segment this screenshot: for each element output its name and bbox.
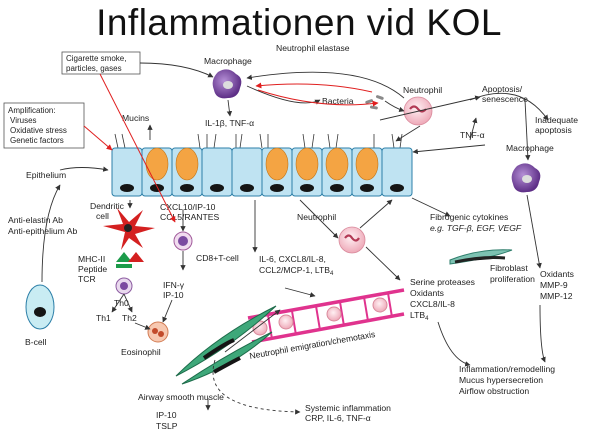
tslp-label: TSLP bbox=[156, 421, 178, 431]
ltb-subscript: 4 bbox=[425, 316, 429, 322]
dendritic-cell bbox=[103, 208, 155, 250]
oxidants-right-label: Oxidants bbox=[540, 269, 574, 279]
mmp9-label: MMP-9 bbox=[540, 280, 568, 290]
amp-label-3: Oxidative stress bbox=[10, 126, 67, 135]
mhc-label: MHC-II bbox=[78, 254, 105, 264]
systemic-dashed-arrow bbox=[212, 359, 301, 415]
fibrogenic-label: Fibrogenic cytokines bbox=[430, 212, 508, 222]
bacteria-icon bbox=[365, 95, 384, 110]
ip10-bottom-label: IP-10 bbox=[156, 410, 177, 420]
inflammation-label: Inflammation/remodelling bbox=[459, 364, 555, 374]
macrophage-top-label: Macrophage bbox=[204, 56, 252, 66]
cxcl8-label: CXCL8/IL-8 bbox=[410, 299, 455, 309]
ifn-label: IFN-γ bbox=[163, 280, 185, 290]
mucus-label: Mucus hypersecretion bbox=[459, 375, 543, 385]
serine-label: Serine proteases bbox=[410, 277, 475, 287]
ccl2-text: CCL2/MCP-1, LTB bbox=[259, 265, 330, 275]
neutrophil-elastase-label: Neutrophil elastase bbox=[276, 43, 350, 53]
macrophage-right-label: Macrophage bbox=[506, 143, 554, 153]
tcr-label: TCR bbox=[78, 274, 96, 284]
apoptosis-label-1: Apoptosis/ bbox=[482, 84, 523, 94]
red-arrows bbox=[83, 73, 379, 223]
neutrophil-mid-cell bbox=[338, 226, 366, 254]
macrophage-top-cell bbox=[212, 69, 242, 99]
ccl2-label: CCL2/MCP-1, LTB4 bbox=[259, 265, 334, 277]
fibroblast-label-2: proliferation bbox=[490, 274, 535, 284]
epithelium-label: Epithelium bbox=[26, 170, 66, 180]
inadequate-label-2: apoptosis bbox=[535, 125, 572, 135]
cd8-label: CD8+T-cell bbox=[196, 253, 239, 263]
ltb4-subscript: 4 bbox=[330, 271, 334, 277]
ip10-label: IP-10 bbox=[163, 290, 184, 300]
systemic-label: Systemic inflammation bbox=[305, 403, 391, 413]
ltb-label: LTB4 bbox=[410, 310, 429, 322]
blood-vessel bbox=[247, 288, 405, 344]
fibroblast-cell bbox=[449, 249, 513, 265]
macrophage-right-cell bbox=[511, 163, 541, 193]
bacteria-label: Bacteria bbox=[322, 96, 354, 106]
vessel-neutrophils bbox=[252, 297, 388, 336]
anti-epithelium-label: Anti-epithelium Ab bbox=[8, 226, 77, 236]
bcell-label: B-cell bbox=[25, 337, 47, 347]
mucins-label: Mucins bbox=[122, 113, 149, 123]
cilia bbox=[114, 133, 403, 149]
airway-smooth-muscle bbox=[175, 305, 277, 385]
th0-cell bbox=[115, 277, 133, 295]
ccl5-label: CCL5/RANTES bbox=[160, 212, 219, 222]
smoke-label-1: Cigarette smoke, bbox=[66, 54, 126, 63]
amp-label-4: Genetic factors bbox=[10, 136, 64, 145]
smoke-label-2: particles, gases bbox=[66, 64, 122, 73]
th1-label: Th1 bbox=[96, 313, 111, 323]
neutrophil-top-label: Neutrophil bbox=[403, 85, 442, 95]
amp-label-2: Viruses bbox=[10, 116, 37, 125]
mhc-tcr-arrows bbox=[116, 252, 144, 268]
oxidants-mid-label: Oxidants bbox=[410, 288, 444, 298]
apoptosis-label-2: senescence bbox=[482, 94, 528, 104]
amp-label-1: Amplification: bbox=[8, 106, 56, 115]
peptide-label: Peptide bbox=[78, 264, 107, 274]
dendritic-label-1: Dendritic bbox=[90, 201, 125, 211]
tnf-right-label: TNF-α bbox=[460, 130, 485, 140]
ltb-text: LTB bbox=[410, 310, 425, 320]
b-cell bbox=[25, 284, 55, 330]
crp-label: CRP, IL-6, TNF-α bbox=[305, 413, 371, 423]
airway-sm-label: Airway smooth muscle bbox=[138, 392, 224, 402]
connector-arrows bbox=[41, 62, 549, 411]
eosinophil-label: Eosinophil bbox=[121, 347, 161, 357]
il1b-label: IL-1β, TNF-α bbox=[205, 118, 254, 128]
slide-title: Inflammationen vid KOL bbox=[96, 2, 502, 43]
mmp12-label: MMP-12 bbox=[540, 291, 573, 301]
amplification-box bbox=[3, 102, 85, 149]
fibroblast-label-1: Fibroblast bbox=[490, 263, 528, 273]
cxcl10-label: CXCL10/IP-10 bbox=[160, 202, 216, 212]
il6-label: IL-6, CXCL8/IL-8, bbox=[259, 254, 326, 264]
airflow-label: Airflow obstruction bbox=[459, 386, 529, 396]
eosinophil-cell bbox=[147, 321, 169, 343]
epithelium-row bbox=[111, 133, 413, 197]
cd8-cell bbox=[173, 231, 193, 251]
th0-label: Th0 bbox=[114, 298, 129, 308]
dendritic-label-2: cell bbox=[96, 211, 109, 221]
anti-elastin-label: Anti-elastin Ab bbox=[8, 215, 63, 225]
inadequate-label-1: Inadequate bbox=[535, 115, 578, 125]
tgf-label: e.g. TGF-β, EGF, VEGF bbox=[430, 223, 522, 233]
th2-label: Th2 bbox=[122, 313, 137, 323]
